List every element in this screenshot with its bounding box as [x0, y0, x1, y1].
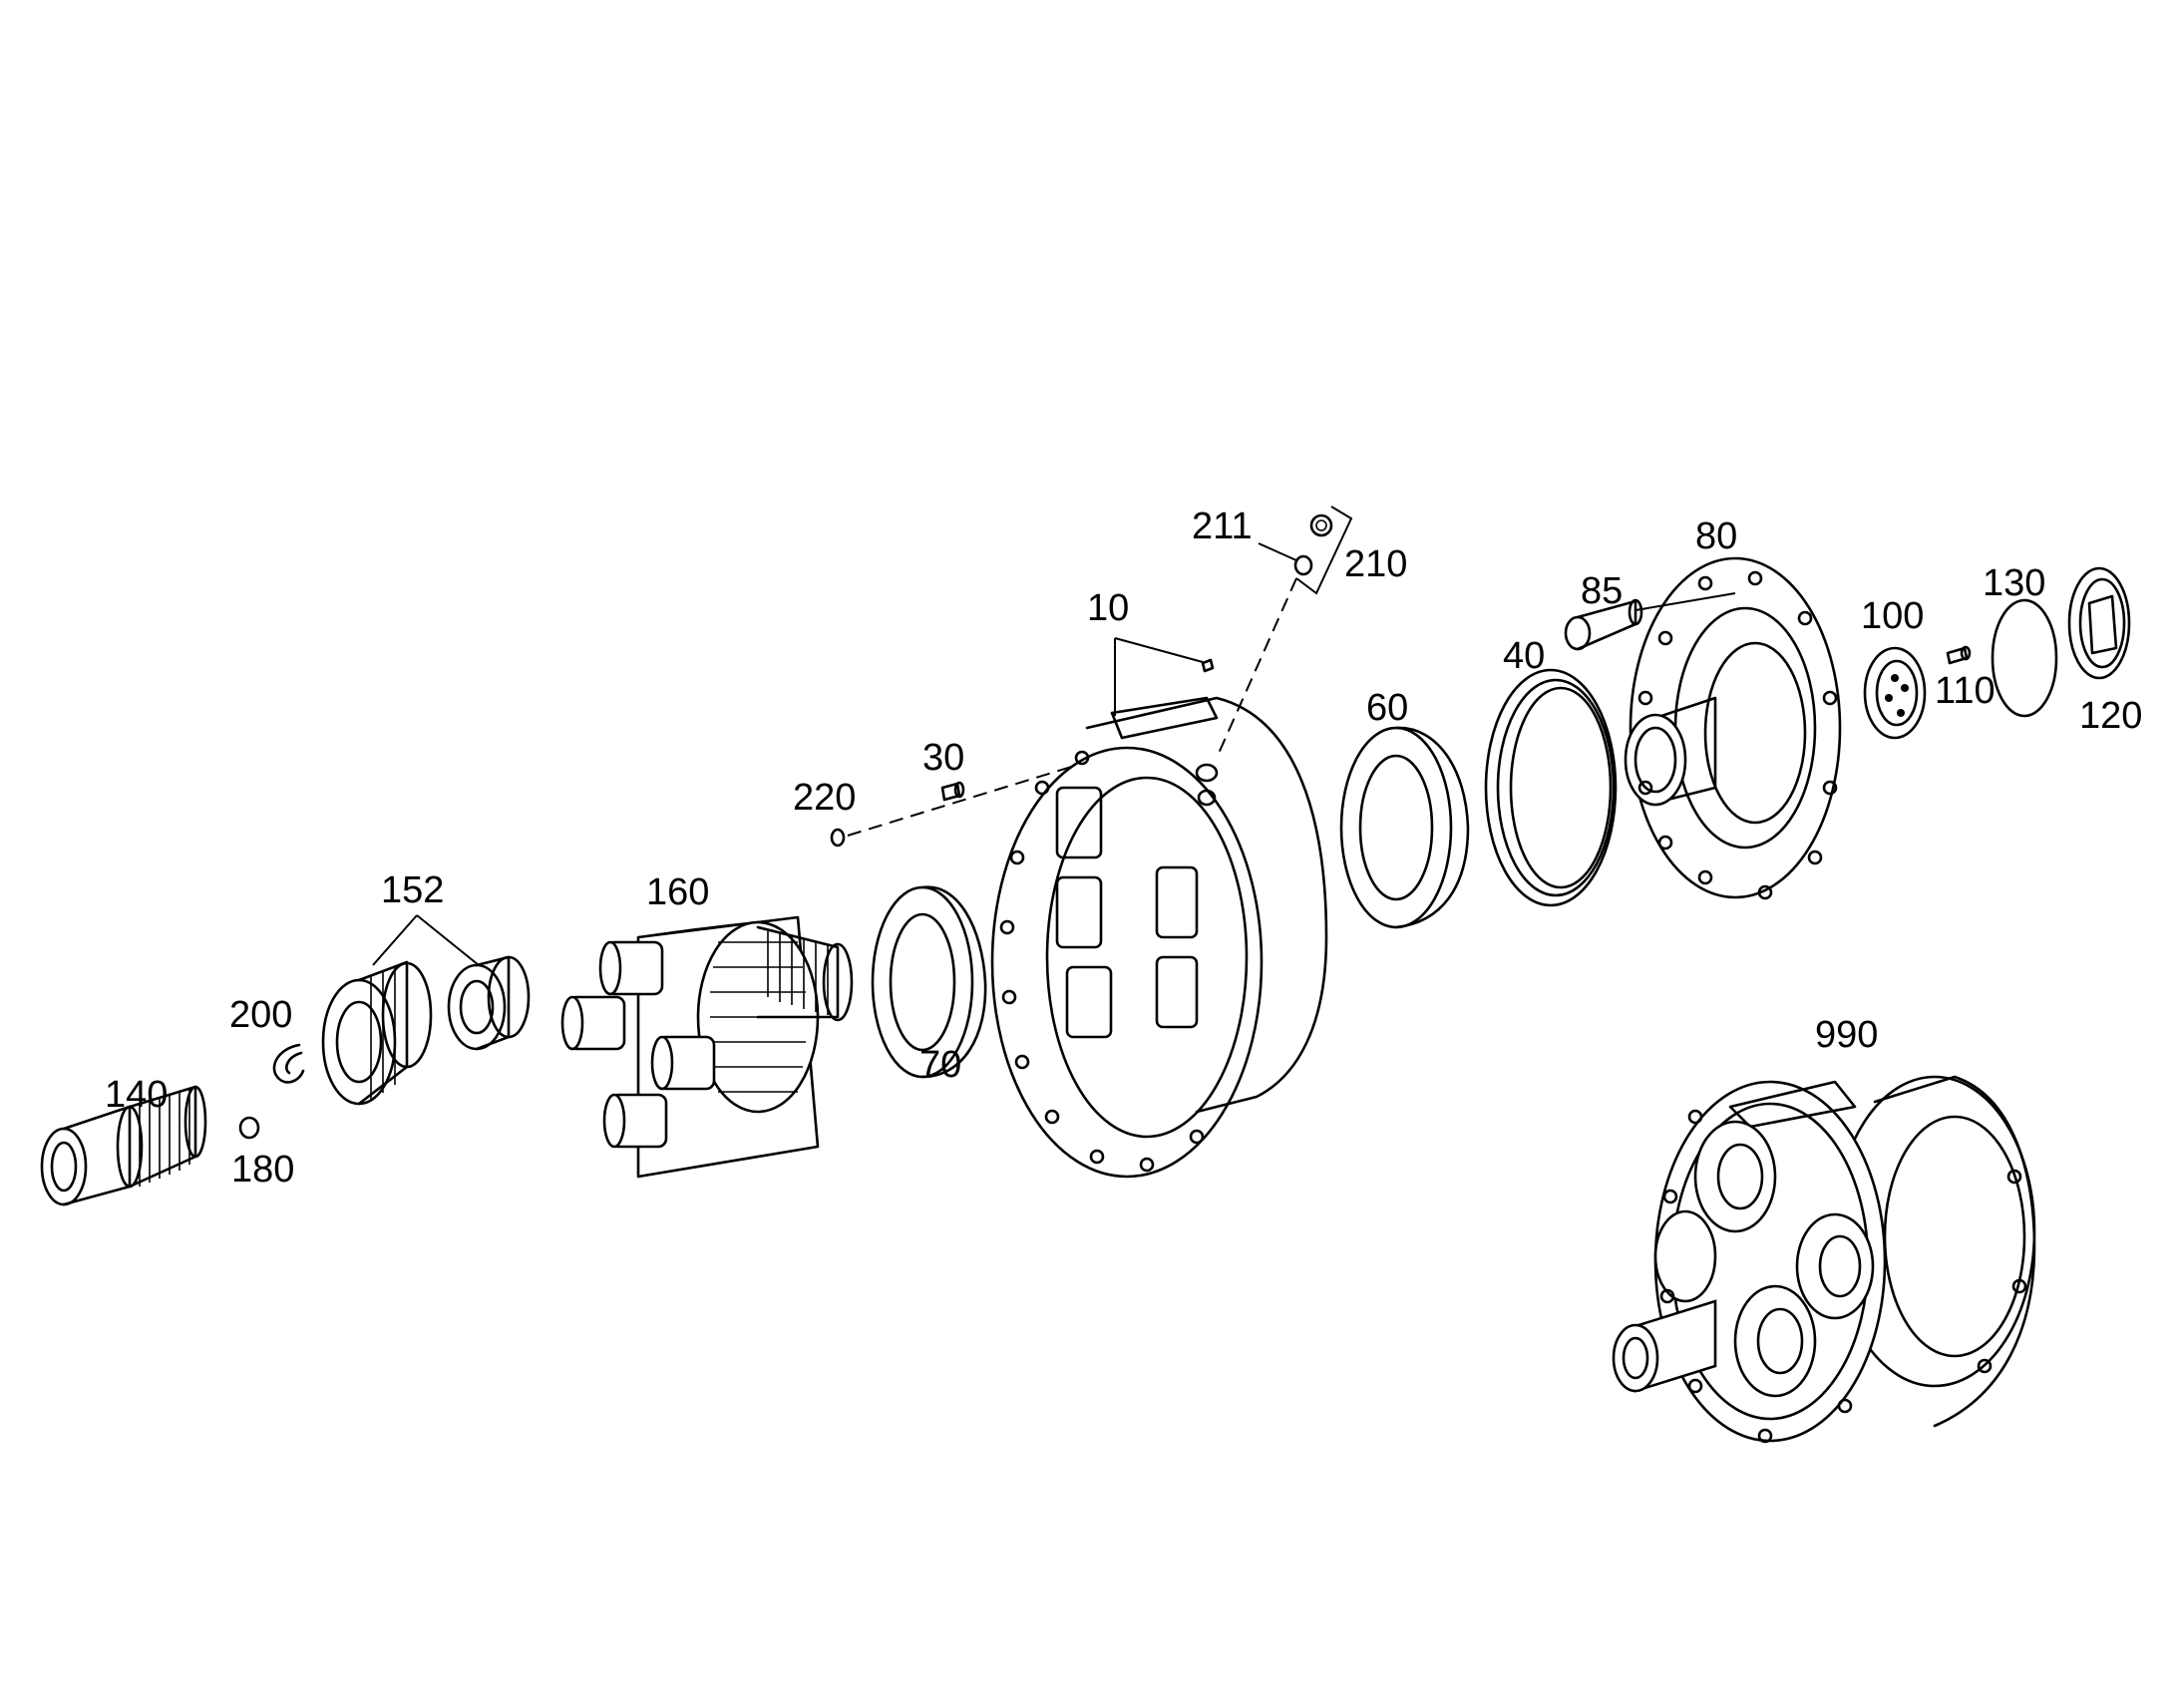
label-210: 210: [1344, 543, 1407, 585]
label-990: 990: [1815, 1014, 1878, 1056]
label-80: 80: [1695, 515, 1737, 557]
label-40: 40: [1503, 635, 1545, 677]
label-60: 60: [1366, 687, 1408, 729]
label-152: 152: [381, 869, 444, 911]
housing-bolt-holes: [999, 750, 1205, 1173]
housing-slots: [1055, 786, 1199, 1039]
label-130: 130: [1983, 562, 2045, 604]
part-labels: 10 30 40 60 70 80 85 100 110 120 130 140…: [105, 506, 2142, 1191]
leader-152: [372, 914, 480, 966]
part-10-housing: [990, 658, 1328, 1179]
part-40-seal-ring: [1484, 668, 1618, 907]
label-85: 85: [1581, 570, 1623, 612]
part-220-plug: [830, 828, 846, 848]
label-220: 220: [793, 777, 856, 819]
label-120: 120: [2079, 695, 2142, 737]
label-30: 30: [922, 737, 964, 779]
axis-210: [1216, 577, 1297, 759]
part-211-seal-ring: [1293, 554, 1313, 576]
label-140: 140: [105, 1074, 168, 1116]
label-200: 200: [229, 994, 292, 1036]
carrier-planet-pins: [560, 940, 716, 1149]
assembly-bolt-holes: [1659, 1109, 2027, 1444]
part-160-planet-carrier: [560, 915, 854, 1179]
part-60-bearing: [1339, 726, 1470, 929]
label-211: 211: [1192, 506, 1253, 547]
leader-211: [1258, 542, 1297, 561]
part-80-hub: [1624, 556, 1842, 900]
leader-85-80: [1635, 592, 1736, 611]
label-180: 180: [231, 1149, 294, 1191]
leader-10: [1114, 637, 1204, 716]
label-10: 10: [1087, 587, 1129, 629]
part-100-cover: [1863, 646, 1927, 740]
part-85-bolt: [1564, 598, 1643, 651]
part-200-snap-ring: [272, 1043, 305, 1084]
label-160: 160: [646, 871, 709, 913]
part-140-splined-shaft: [40, 1085, 207, 1206]
part-120-cover-plate: [2067, 566, 2131, 680]
part-990-assembly: [1612, 1075, 2036, 1444]
part-180-ball: [238, 1116, 260, 1140]
axis-30-220: [847, 752, 1118, 837]
part-30-pin: [940, 781, 965, 802]
bracket-210: [1295, 506, 1353, 595]
hub-bolt-holes: [1637, 570, 1838, 900]
label-70: 70: [919, 1044, 961, 1086]
part-152-gear-and-bearing: [321, 955, 531, 1106]
assembly-planet-gears: [1653, 1120, 1875, 1398]
part-130-o-ring: [1991, 598, 2058, 718]
part-110-screw: [1946, 645, 1972, 665]
part-70-bearing: [871, 885, 987, 1079]
part-210-plug: [1309, 513, 1333, 537]
leader-lines: [372, 542, 1297, 966]
label-100: 100: [1861, 595, 1924, 637]
label-110: 110: [1935, 670, 1996, 712]
